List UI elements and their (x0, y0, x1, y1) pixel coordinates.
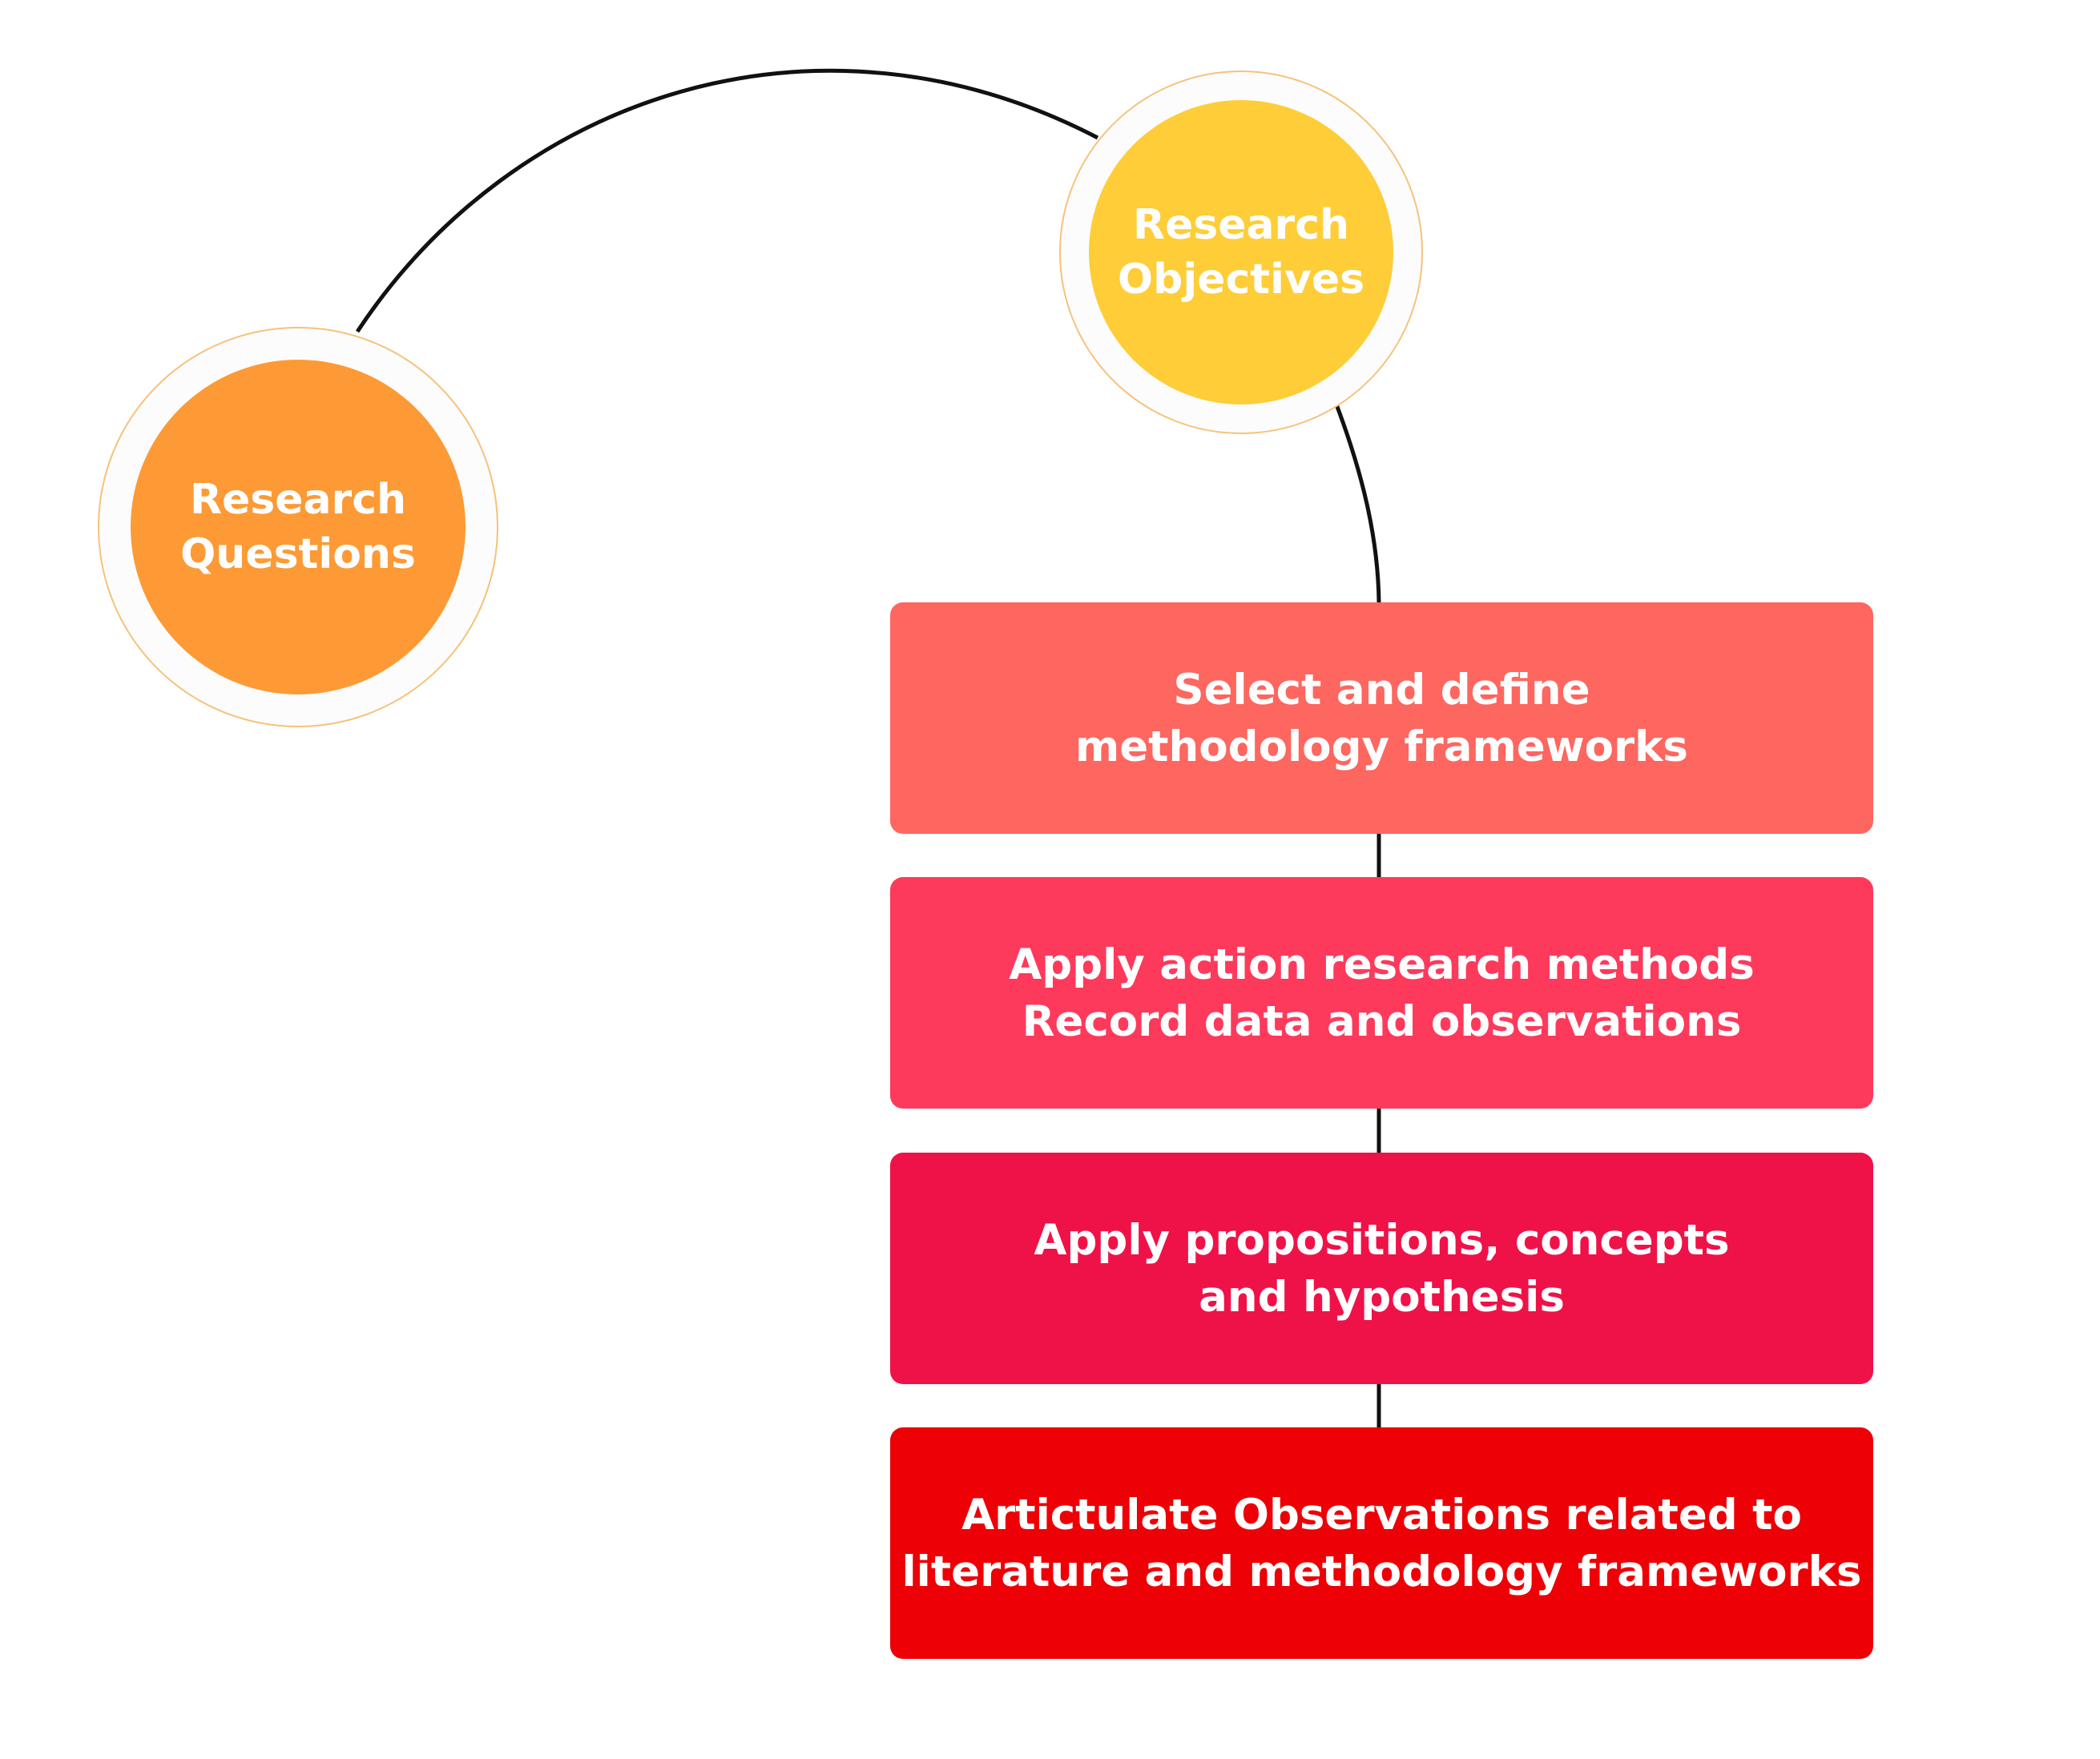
research-objectives-circle (1089, 100, 1393, 405)
step-1-line1: Select and define (1173, 665, 1590, 714)
research-questions-node (98, 327, 498, 727)
step-apply-action-research: Apply action research methods Record dat… (890, 877, 1873, 1109)
step-articulate-observations: Artictulate Observations related to lite… (890, 1427, 1873, 1659)
research-questions-circle (131, 360, 466, 694)
step-1-line2: methodology frameworks (1075, 722, 1688, 771)
step-select-methodology: Select and define methodology frameworks (890, 602, 1873, 834)
step-2-line2: Record data and observations (1022, 996, 1742, 1046)
connector-arc-descend (1334, 404, 1381, 603)
step-3-line2: and hypothesis (1199, 1272, 1565, 1322)
research-objectives-label: Research Objectives (1081, 172, 1401, 332)
research-questions-line1: Research (189, 476, 407, 524)
step-4-line1: Artictulate Observations related to (961, 1490, 1802, 1540)
step-3-line1: Apply propositions, concepts (1034, 1215, 1730, 1265)
research-objectives-line2: Objectives (1117, 256, 1365, 304)
step-apply-propositions: Apply propositions, concepts and hypothe… (890, 1153, 1873, 1384)
research-questions-line2: Questions (180, 530, 416, 578)
research-objectives-line1: Research (1132, 201, 1350, 249)
step-4-line2: literature and methodology frameworks (901, 1547, 1862, 1596)
connector-arc (355, 68, 1099, 333)
step-2-line1: Apply action research methods (1009, 940, 1755, 989)
research-questions-label: Research Questions (138, 447, 458, 607)
research-objectives-node (1059, 70, 1423, 434)
